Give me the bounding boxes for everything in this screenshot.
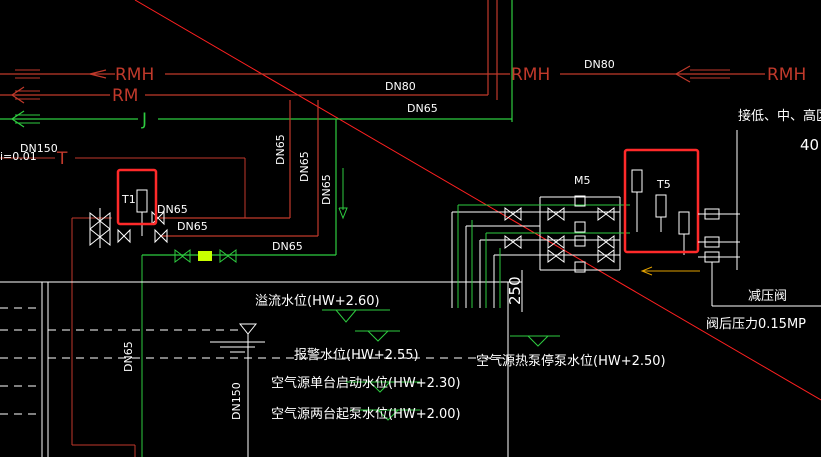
- valve-group-green[interactable]: [174, 249, 237, 263]
- diagonal-line: [134, 0, 821, 401]
- highlight-box-t1: [116, 168, 158, 226]
- level-markers: [322, 309, 560, 421]
- arrow-down-icon: [338, 207, 348, 220]
- label-t5: T5: [656, 178, 671, 191]
- label-prv-pressure: 阀后压力0.15MP: [706, 317, 806, 332]
- label-dn65-v3: DN65: [320, 174, 333, 205]
- pipe-j: [0, 110, 512, 128]
- pipe-label-rmh-1: RMH: [115, 65, 154, 85]
- label-dn65-bottom: DN65: [272, 240, 303, 253]
- label-t1: T1: [121, 193, 136, 206]
- label-m5: M5: [574, 174, 591, 187]
- pipe-label-rmh-3: RMH: [767, 65, 806, 85]
- level-dual-start: 空气源两台起泵水位(HW+2.00): [271, 406, 461, 422]
- label-dim-250: 250: [506, 276, 524, 305]
- water-level-symbol: [210, 323, 265, 457]
- pipe-label-j: J: [141, 110, 147, 130]
- strainer-icon: [198, 251, 212, 261]
- valve-group-right[interactable]: [504, 195, 615, 273]
- prv-lines: [698, 130, 821, 307]
- level-alarm: 报警水位(HW+2.55): [294, 347, 419, 363]
- label-dn150-v: DN150: [230, 382, 243, 420]
- label-slope: i=0.01: [0, 150, 37, 163]
- pipe-label-t: T: [56, 149, 68, 169]
- label-right-num: 40: [800, 136, 819, 154]
- float-valve-t1[interactable]: [136, 189, 148, 236]
- pipe-rm: [0, 0, 489, 104]
- label-prv: 减压阀: [748, 289, 787, 304]
- label-dn65-vleft: DN65: [122, 341, 135, 372]
- label-dn150-top: DN150: [20, 142, 58, 155]
- manifold-lines: [451, 196, 621, 308]
- pipe-label-rmh-2: RMH: [511, 65, 550, 85]
- pipe-label-rm: RM: [112, 86, 138, 106]
- label-dn65-top: DN65: [407, 102, 438, 115]
- label-dn65-left1: DN65: [157, 203, 188, 216]
- label-dn80-top: DN80: [584, 58, 615, 71]
- label-dn65-v1: DN65: [274, 134, 287, 165]
- level-overflow: 溢流水位(HW+2.60): [255, 294, 380, 309]
- pipe-rmh: [0, 65, 765, 83]
- level-single-start: 空气源单台启动水位(HW+2.30): [271, 375, 461, 391]
- water-level-dashes: [0, 307, 508, 415]
- label-dn80-mid: DN80: [385, 80, 416, 93]
- level-hp-stop: 空气源热泵停泵水位(HW+2.50): [476, 353, 666, 369]
- arrow-left-icon: [640, 266, 653, 276]
- label-dn65-v2: DN65: [298, 151, 311, 182]
- label-dn65-left2: DN65: [177, 220, 208, 233]
- label-right-top: 接低、中、高区: [738, 108, 821, 124]
- highlight-box-t5: [623, 148, 700, 254]
- manifold-green: [457, 204, 630, 308]
